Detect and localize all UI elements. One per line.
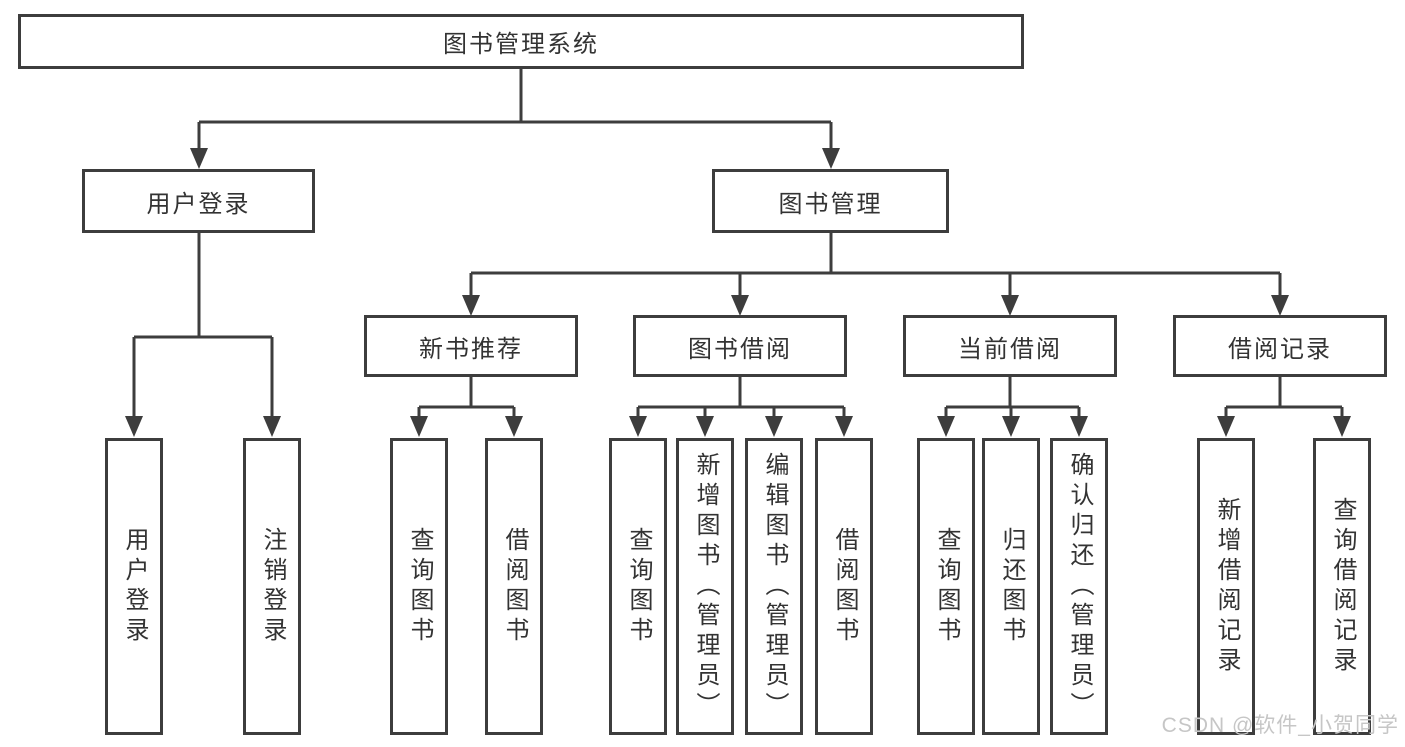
arrowhead-icon — [822, 148, 840, 169]
arrowhead-icon — [1002, 416, 1020, 437]
node-leaf-edit-books-admin: 编辑图书（管理员） — [745, 438, 803, 735]
node-label: 当前借阅 — [958, 335, 1062, 363]
node-leaf-confirm-return-admin: 确认归还（管理员） — [1050, 438, 1108, 735]
connector-newbookrec-to-leaves — [417, 377, 516, 419]
connector-userlogin-to-leaves — [132, 233, 274, 419]
connector-root-to-level2 — [197, 69, 833, 151]
node-label: 图书借阅 — [688, 335, 792, 363]
node-current-borrowing: 当前借阅 — [903, 315, 1117, 377]
node-leaf-query-books-3: 查询图书 — [917, 438, 975, 735]
node-leaf-add-borrow-record: 新增借阅记录 — [1197, 438, 1255, 735]
arrowhead-icon — [1217, 416, 1235, 437]
node-label: 查询借阅记录 — [1329, 496, 1356, 677]
node-leaf-borrow-books-2: 借阅图书 — [815, 438, 873, 735]
arrowhead-icon — [410, 416, 428, 437]
node-label: 借阅记录 — [1228, 335, 1332, 363]
node-book-borrowing: 图书借阅 — [633, 315, 847, 377]
node-leaf-logout: 注销登录 — [243, 438, 301, 735]
node-label: 编辑图书（管理员） — [761, 451, 788, 722]
node-leaf-query-books-2: 查询图书 — [609, 438, 667, 735]
connector-bookmgmt-to-level3 — [469, 233, 1282, 298]
arrowhead-icon — [505, 416, 523, 437]
connector-borrowrecord-to-leaves — [1224, 377, 1344, 419]
arrowhead-icon — [1271, 295, 1289, 316]
node-label: 注销登录 — [259, 526, 286, 647]
node-borrowing-records: 借阅记录 — [1173, 315, 1387, 377]
arrowhead-icon — [629, 416, 647, 437]
node-label: 借阅图书 — [831, 526, 858, 647]
node-label: 用户登录 — [121, 526, 148, 647]
arrowhead-icon — [1333, 416, 1351, 437]
node-label: 借阅图书 — [501, 526, 528, 647]
arrowhead-icon — [462, 295, 480, 316]
arrowhead-icon — [1070, 416, 1088, 437]
arrowhead-icon — [731, 295, 749, 316]
connector-currentborrow-to-leaves — [944, 377, 1081, 419]
node-user-login: 用户登录 — [82, 169, 315, 233]
node-label: 新增借阅记录 — [1213, 496, 1240, 677]
arrowhead-icon — [696, 416, 714, 437]
arrowhead-icon — [765, 416, 783, 437]
node-label: 确认归还（管理员） — [1066, 451, 1093, 722]
node-leaf-add-books-admin: 新增图书（管理员） — [676, 438, 734, 735]
node-label: 查询图书 — [406, 526, 433, 647]
node-label: 用户登录 — [146, 190, 251, 218]
node-label: 新书推荐 — [419, 335, 523, 363]
arrowhead-icon — [937, 416, 955, 437]
arrowhead-icon — [835, 416, 853, 437]
node-label: 归还图书 — [998, 526, 1025, 647]
node-new-book-recommend: 新书推荐 — [364, 315, 578, 377]
node-leaf-user-login: 用户登录 — [105, 438, 163, 735]
node-leaf-borrow-books-1: 借阅图书 — [485, 438, 543, 735]
node-leaf-query-books-1: 查询图书 — [390, 438, 448, 735]
node-label: 查询图书 — [625, 526, 652, 647]
arrowheads — [125, 148, 1351, 437]
connector-bookborrow-to-leaves — [636, 377, 846, 419]
arrowhead-icon — [1001, 295, 1019, 316]
node-book-management: 图书管理 — [712, 169, 949, 233]
node-leaf-return-books: 归还图书 — [982, 438, 1040, 735]
node-library-management-system: 图书管理系统 — [18, 14, 1024, 69]
node-label: 新增图书（管理员） — [692, 451, 719, 722]
node-label: 查询图书 — [933, 526, 960, 647]
node-label: 图书管理 — [778, 190, 883, 218]
node-leaf-query-borrow-record: 查询借阅记录 — [1313, 438, 1371, 735]
arrowhead-icon — [190, 148, 208, 169]
node-label: 图书管理系统 — [443, 31, 599, 58]
arrowhead-icon — [125, 416, 143, 437]
arrowhead-icon — [263, 416, 281, 437]
